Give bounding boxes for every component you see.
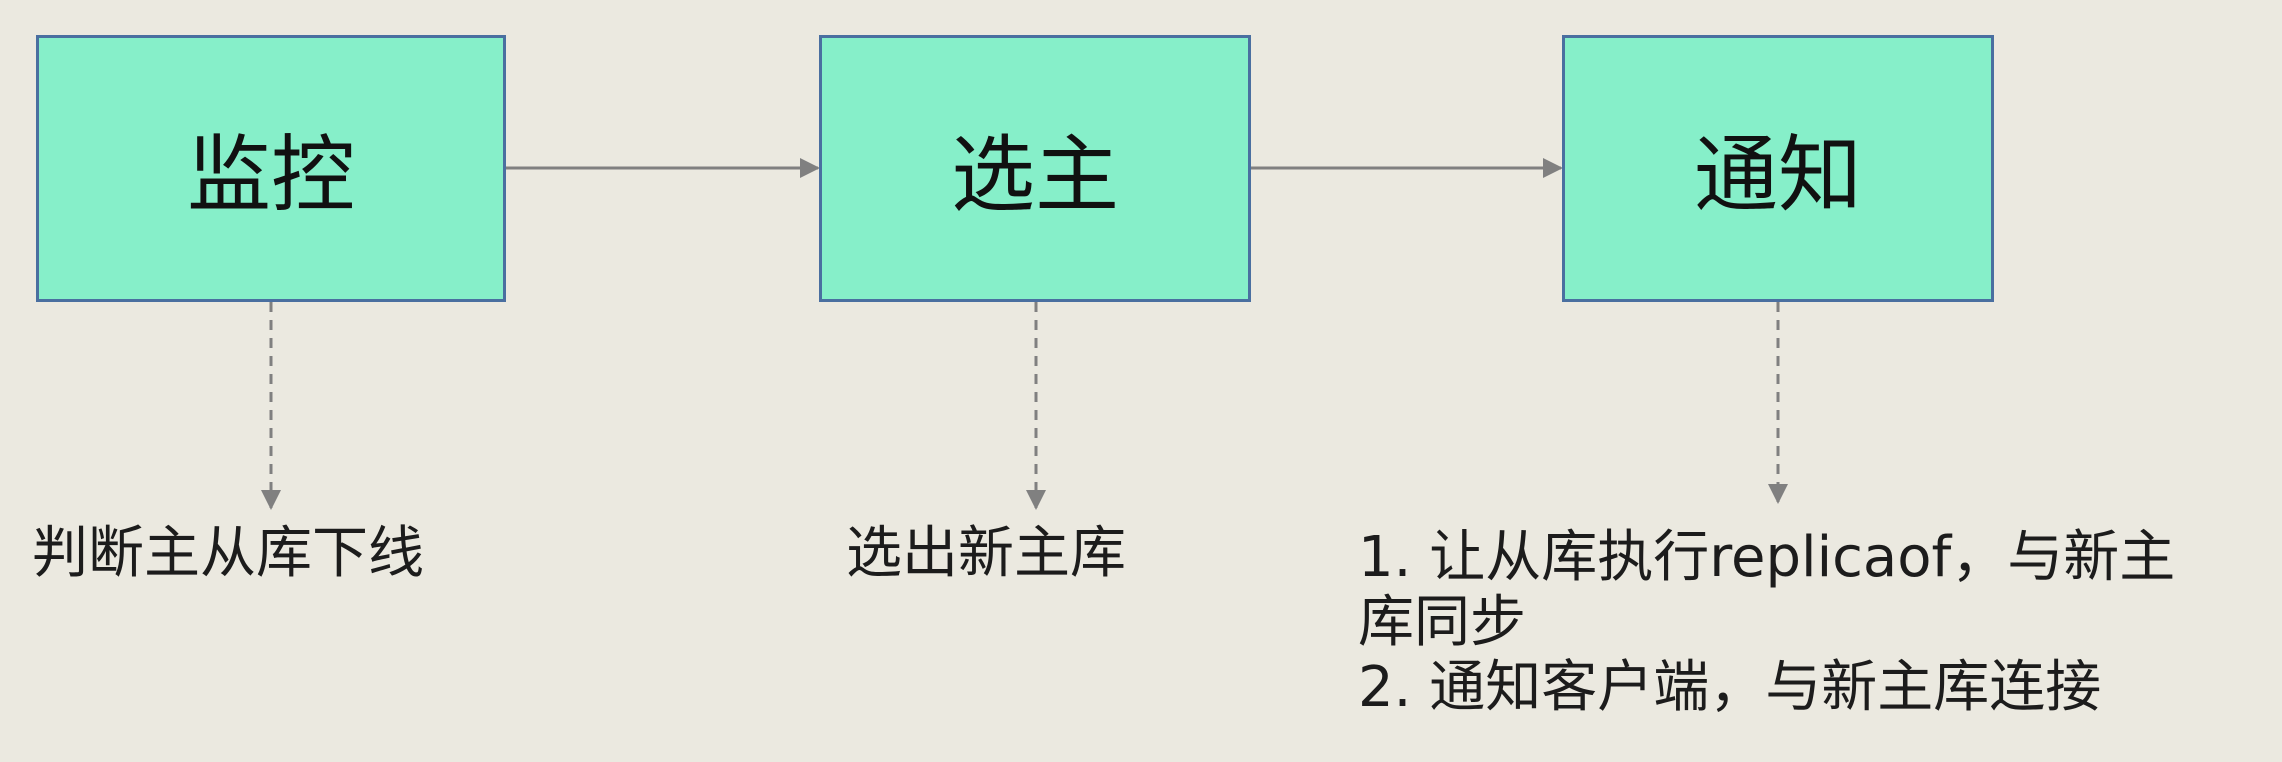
step-title-notify: 通知: [1693, 126, 1862, 224]
notify-line-2: 库同步: [1358, 590, 1526, 655]
result-label-elect: 选出新主库: [846, 521, 1126, 586]
step-box-notify: 通知: [1562, 35, 1994, 302]
result-label-notify: 1. 让从库执行replicaof，与新主 库同步 2. 通知客户端，与新主库连…: [1358, 525, 2175, 720]
step-title-elect: 选主: [950, 126, 1119, 224]
notify-line-3: 2. 通知客户端，与新主库连接: [1358, 655, 2102, 720]
step-title-monitor: 监控: [186, 126, 355, 224]
step-box-monitor: 监控: [36, 35, 506, 302]
step-box-elect: 选主: [819, 35, 1251, 302]
result-label-monitor: 判断主从库下线: [32, 521, 424, 586]
notify-line-1: 1. 让从库执行replicaof，与新主: [1358, 525, 2176, 590]
